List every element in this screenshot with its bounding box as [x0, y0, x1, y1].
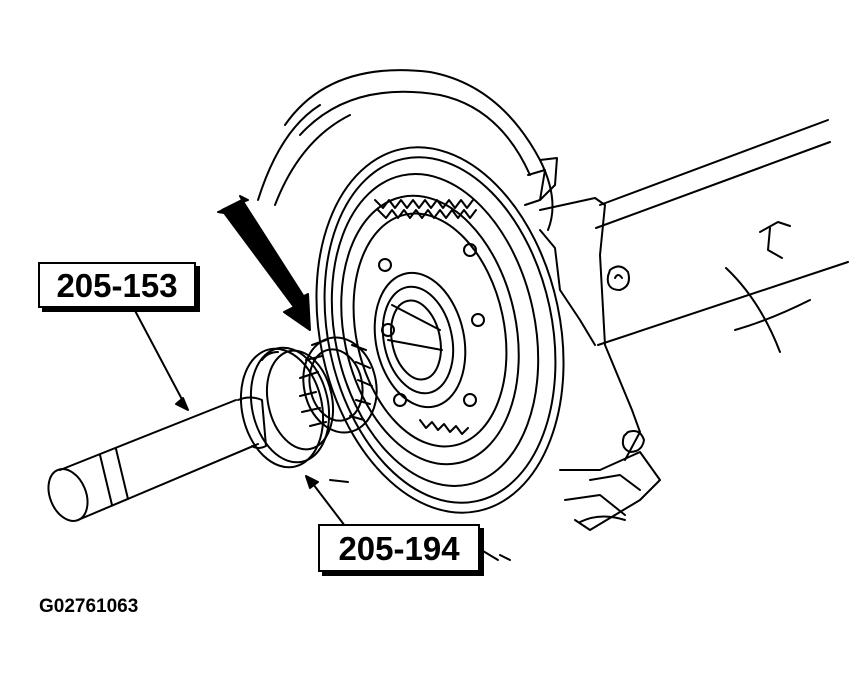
- axle-housing: [595, 119, 849, 353]
- brake-shoe-assembly: [315, 146, 565, 514]
- hub-bearing: [373, 271, 467, 409]
- figure-id-label: G02761063: [39, 596, 139, 617]
- tick-marks: [329, 479, 511, 561]
- installer-cup-205-194: [299, 336, 378, 434]
- backing-plate: [257, 69, 558, 231]
- indicator-arrow: [217, 195, 311, 331]
- callout-text-b: 205-194: [338, 529, 460, 567]
- knuckle-bracket: [539, 197, 661, 531]
- handle-tool-205-153: [47, 346, 334, 522]
- leader-lines: [131, 304, 499, 561]
- callout-label-tool-b: 205-194: [318, 524, 480, 572]
- callout-label-tool-a: 205-153: [38, 262, 196, 308]
- callout-text-a: 205-153: [56, 266, 178, 304]
